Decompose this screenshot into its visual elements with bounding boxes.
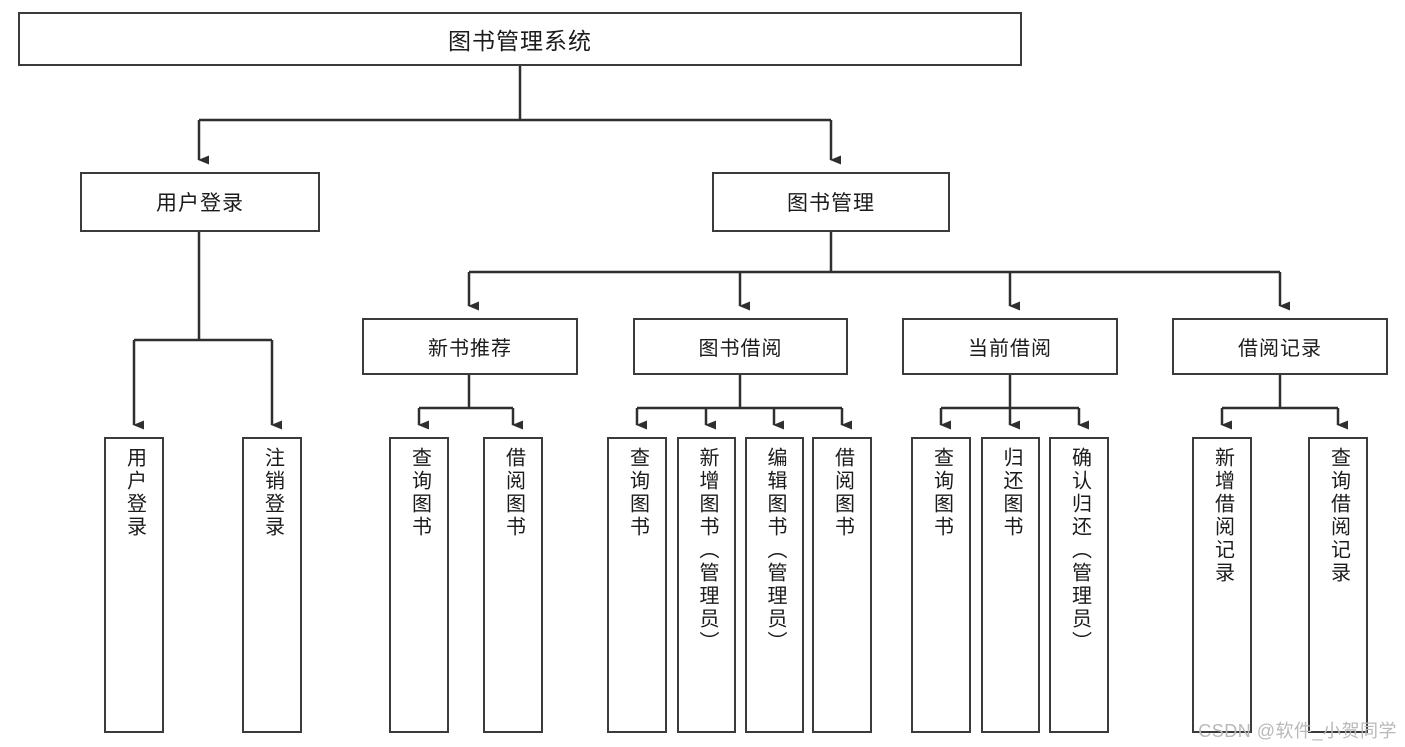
node-leaf-borrow-edit-book-admin[interactable]: 编辑图书（管理员） [745,437,804,733]
node-leaf-current-query-book[interactable]: 查询图书 [911,437,971,733]
node-label: 借阅记录 [1238,338,1322,360]
node-root-book-management-system[interactable]: 图书管理系统 [18,12,1022,66]
node-label: 注销登录 [261,447,284,539]
node-label: 新增图书（管理员） [696,447,718,654]
node-leaf-current-return-book[interactable]: 归还图书 [981,437,1040,733]
node-label: 查询图书 [408,447,431,539]
node-leaf-current-confirm-return-admin[interactable]: 确认归还（管理员） [1049,437,1109,733]
watermark-text: CSDN @软件_小贺同学 [1198,721,1397,741]
node-label: 查询图书 [626,447,649,539]
node-label: 用户登录 [156,192,244,215]
node-label: 图书管理 [787,192,875,215]
node-label: 图书借阅 [698,338,783,360]
node-leaf-record-add-record[interactable]: 新增借阅记录 [1192,437,1252,733]
node-leaf-user-logout[interactable]: 注销登录 [242,437,302,733]
node-book-borrowing[interactable]: 图书借阅 [633,318,848,375]
node-leaf-recommend-borrow-book[interactable]: 借阅图书 [483,437,543,733]
node-label: 当前借阅 [968,338,1052,360]
node-label: 查询借阅记录 [1327,447,1350,585]
node-label: 查询图书 [930,447,953,539]
node-label: 新书推荐 [428,338,512,360]
node-current-borrowing[interactable]: 当前借阅 [902,318,1118,375]
node-new-book-recommendation[interactable]: 新书推荐 [362,318,578,375]
node-label: 借阅图书 [502,447,525,539]
node-label: 归还图书 [1000,447,1022,539]
node-leaf-record-query-record[interactable]: 查询借阅记录 [1308,437,1368,733]
node-leaf-recommend-query-book[interactable]: 查询图书 [389,437,449,733]
node-label: 新增借阅记录 [1211,447,1234,585]
node-label: 用户登录 [123,447,146,539]
node-label: 确认归还（管理员） [1068,447,1091,654]
node-borrowing-record[interactable]: 借阅记录 [1172,318,1388,375]
node-label: 借阅图书 [831,447,854,539]
node-label: 图书管理系统 [448,28,592,54]
node-label: 编辑图书（管理员） [764,447,786,654]
node-leaf-user-login[interactable]: 用户登录 [104,437,164,733]
node-book-management[interactable]: 图书管理 [712,172,950,232]
node-user-login[interactable]: 用户登录 [80,172,320,232]
node-leaf-borrow-borrow-book[interactable]: 借阅图书 [812,437,872,733]
node-leaf-borrow-query-book[interactable]: 查询图书 [607,437,667,733]
node-leaf-borrow-add-book-admin[interactable]: 新增图书（管理员） [677,437,736,733]
